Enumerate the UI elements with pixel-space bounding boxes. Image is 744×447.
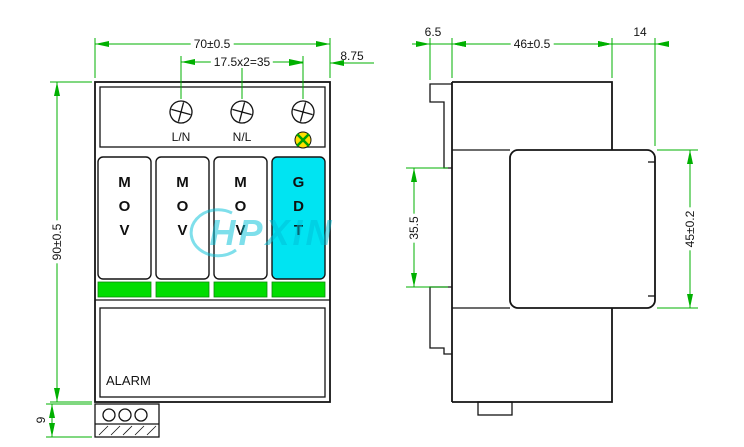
din-clip-bottom <box>429 286 452 355</box>
module-label-gdt: GDT <box>272 158 325 278</box>
side-module-block <box>509 149 656 309</box>
side-foot <box>477 401 513 416</box>
terminal-label-ln: L/N <box>171 130 191 144</box>
dim-side-front: 14 <box>633 25 647 39</box>
module-card-gdt <box>271 156 326 280</box>
screw-icon <box>230 100 254 124</box>
terminal-label-nl: N/L <box>232 130 252 144</box>
watermark-text: HPXIN <box>209 212 335 253</box>
dim-right-offset: 8.75 <box>340 49 364 63</box>
module-label-text: MOV <box>232 174 249 246</box>
din-clip-top <box>429 83 452 169</box>
status-bar-1 <box>97 281 152 298</box>
ground-terminal-icon <box>294 131 312 149</box>
status-bar-3 <box>213 281 268 298</box>
dim-side-depth: 46±0.5 <box>510 38 554 50</box>
alarm-label: ALARM <box>106 373 151 388</box>
front-screw-panel <box>99 86 326 148</box>
screw-icon <box>291 100 315 124</box>
module-label-text: GDT <box>290 174 307 246</box>
dim-front-height: 90±0.5 <box>50 220 64 264</box>
dim-side-module: 45±0.2 <box>683 207 697 251</box>
side-view-linework <box>429 81 656 416</box>
dim-front-width: 70±0.5 <box>190 38 234 50</box>
front-alarm-panel <box>99 307 326 398</box>
module-label-text: MOV <box>116 174 133 246</box>
module-label-mov-3: MOV <box>214 158 267 278</box>
dim-screw-pitch: 17.5x2=35 <box>210 56 274 68</box>
terminal-block <box>94 403 160 438</box>
side-housing-top <box>452 81 613 150</box>
dim-side-rail: 35.5 <box>407 213 421 243</box>
screw-icon <box>169 100 193 124</box>
dim-terminal-height: 9 <box>34 416 48 424</box>
module-label-mov-2: MOV <box>156 158 209 278</box>
module-label-mov-1: MOV <box>98 158 151 278</box>
module-card-1 <box>97 156 152 280</box>
module-card-2 <box>155 156 210 280</box>
module-card-3 <box>213 156 268 280</box>
module-label-text: MOV <box>174 174 191 246</box>
front-view-linework <box>94 81 331 438</box>
watermark-swoosh-icon <box>189 208 237 258</box>
side-housing-bottom <box>452 308 613 403</box>
dim-side-clip: 6.5 <box>424 25 442 39</box>
front-body-outline <box>94 81 331 403</box>
status-bar-4 <box>271 281 326 298</box>
status-bar-2 <box>155 281 210 298</box>
